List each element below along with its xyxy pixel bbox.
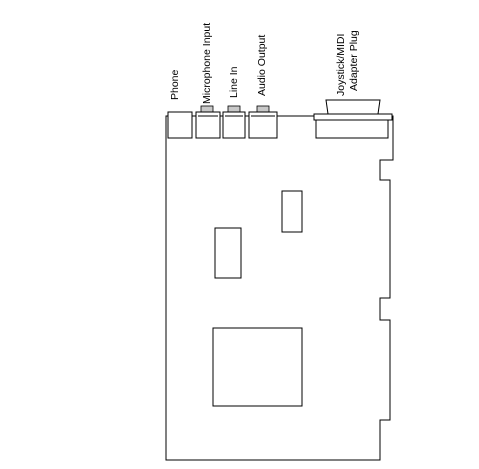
audio-output-jack bbox=[248, 105, 278, 139]
chip-medium bbox=[214, 227, 242, 279]
joystick-midi-connector bbox=[313, 99, 393, 139]
microphone-input-label: Microphone Input bbox=[201, 23, 213, 104]
phone-label: Phone bbox=[169, 69, 181, 100]
audio-output-label: Audio Output bbox=[256, 35, 268, 96]
line-in-jack bbox=[222, 105, 246, 139]
phone-connector bbox=[167, 111, 193, 139]
joystick-label-line2: Adapter Plug bbox=[348, 30, 360, 91]
line-in-label: Line In bbox=[228, 66, 240, 98]
joystick-label-line1: Joystick/MIDI bbox=[335, 34, 347, 96]
chip-large bbox=[212, 327, 303, 407]
circuit-board-outline bbox=[165, 115, 394, 461]
microphone-input-jack bbox=[195, 105, 221, 139]
chip-small bbox=[281, 190, 303, 233]
